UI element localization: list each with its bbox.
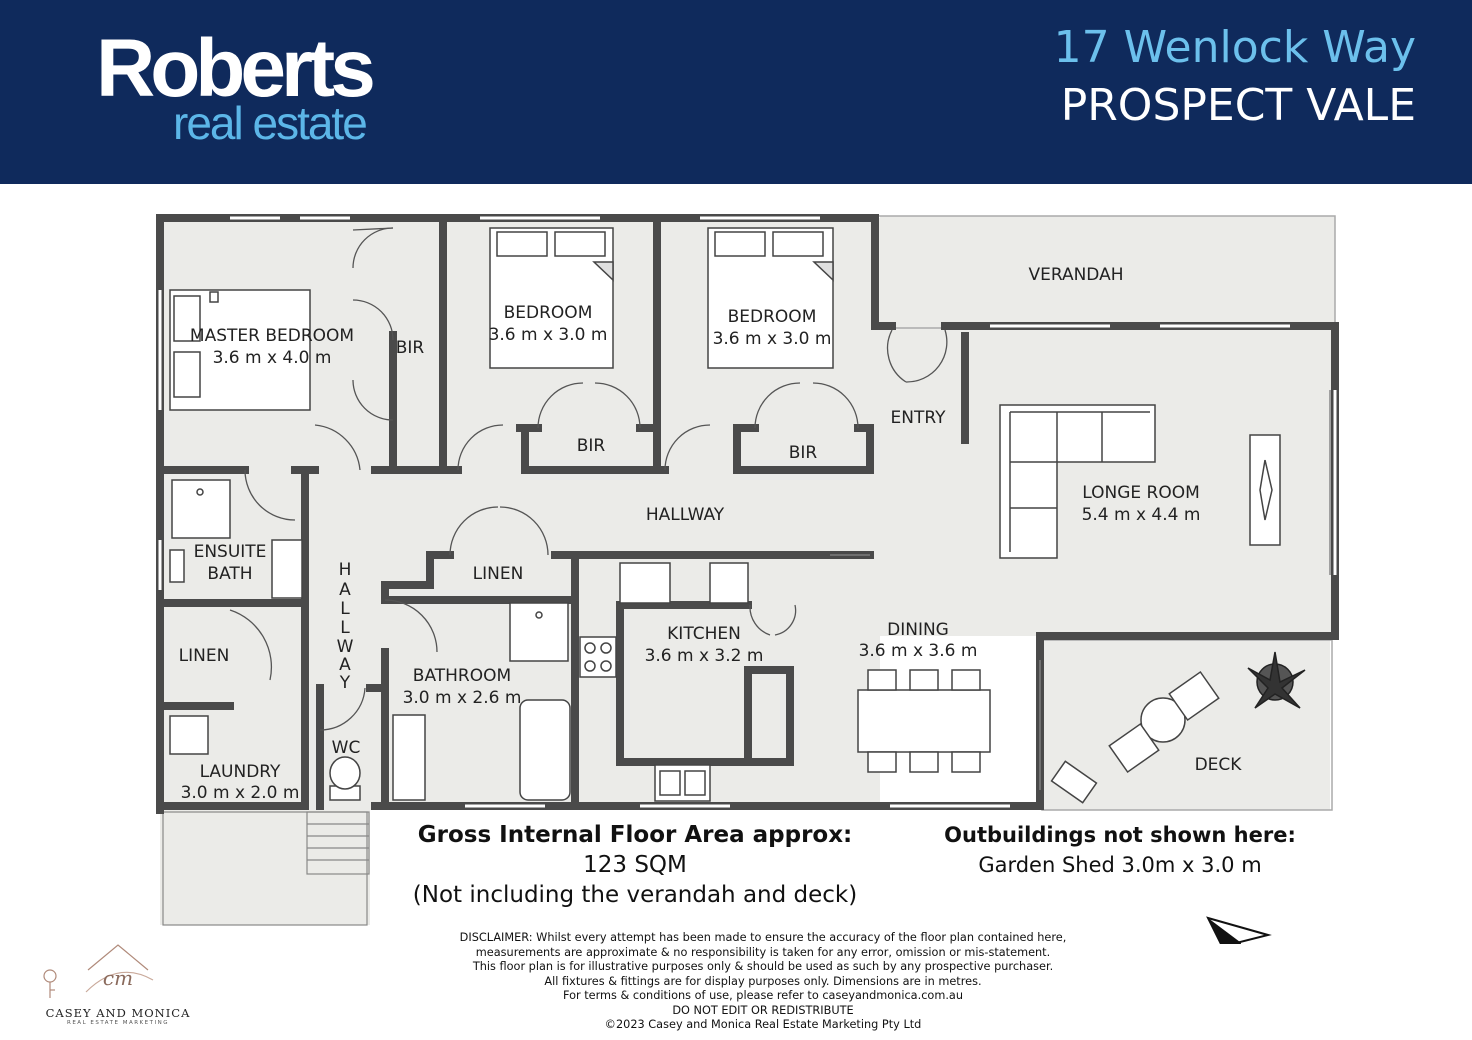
floor-area-value: 123 SQM (583, 852, 687, 878)
ensuite-toilet (169, 549, 185, 583)
label-laundry: LAUNDRY (200, 762, 281, 782)
label-bir-master: BIR (396, 338, 425, 358)
ensuite-shower (171, 479, 231, 539)
address-street: 17 Wenlock Way (1053, 22, 1416, 73)
bathtub (519, 699, 571, 801)
label-dining: DINING (887, 620, 949, 640)
svg-text:A: A (339, 580, 351, 600)
ensuite-vanity (271, 539, 303, 599)
svg-text:L: L (340, 599, 350, 619)
marketer-name: CASEY AND MONICA (45, 1006, 191, 1020)
disclaimer: DISCLAIMER: Whilst every attempt has bee… (459, 931, 1067, 1031)
floor-area-note: (Not including the verandah and deck) (412, 882, 858, 908)
dims-laundry: 3.0 m x 2.0 m (181, 783, 300, 803)
label-linen-laundry: LINEN (179, 646, 230, 666)
label-bir-2: BIR (577, 436, 606, 456)
deck-furniture (1050, 670, 1220, 804)
brand-logo: Roberts (96, 23, 376, 114)
kitchen-sink (654, 764, 711, 802)
address-suburb: PROSPECT VALE (1060, 80, 1416, 131)
label-entry: ENTRY (891, 408, 947, 428)
steps (162, 811, 370, 926)
label-bedroom-2: BEDROOM (504, 303, 593, 323)
label-bathroom: BATHROOM (413, 666, 511, 686)
laundry-tub (169, 715, 209, 755)
label-kitchen: KITCHEN (667, 624, 741, 644)
floor-area-block: Gross Internal Floor Area approx: 123 SQ… (380, 820, 890, 910)
outbuildings-title: Outbuildings not shown here: (944, 823, 1296, 847)
dims-dining: 3.6 m x 3.6 m (859, 641, 978, 661)
bathroom-shower (509, 602, 569, 662)
label-hallway: HALLWAY (646, 505, 725, 525)
casey-monica-logo: cm (43, 944, 154, 998)
dims-bedroom-3: 3.6 m x 3.0 m (713, 329, 832, 349)
label-ensuite-2: BATH (207, 564, 252, 584)
label-bedroom-3: BEDROOM (728, 307, 817, 327)
label-linen-hall: LINEN (473, 564, 524, 584)
brand-tagline: real estate (173, 97, 368, 149)
furniture (169, 227, 1306, 804)
pot-plant (1247, 651, 1306, 709)
dining-table (857, 669, 991, 773)
label-master-bedroom: MASTER BEDROOM (190, 326, 354, 346)
svg-text:H: H (339, 560, 352, 580)
floor-area-title: Gross Internal Floor Area approx: (417, 822, 853, 848)
cm-monogram: cm (103, 966, 133, 990)
svg-text:W: W (337, 637, 354, 657)
label-deck: DECK (1195, 755, 1243, 775)
label-bir-3: BIR (789, 443, 818, 463)
dims-bedroom-2: 3.6 m x 3.0 m (489, 325, 608, 345)
outbuildings-detail: Garden Shed 3.0m x 3.0 m (978, 853, 1262, 877)
label-ensuite-1: ENSUITE (194, 542, 267, 562)
outbuildings-block: Outbuildings not shown here: Garden Shed… (930, 820, 1310, 880)
header-banner: Roberts real estate 17 Wenlock Way PROSP… (0, 0, 1472, 184)
dims-bathroom: 3.0 m x 2.6 m (403, 688, 522, 708)
label-longe-room: LONGE ROOM (1082, 483, 1200, 503)
label-wc: WC (332, 738, 361, 758)
label-verandah: VERANDAH (1028, 265, 1123, 285)
north-arrow-icon: N (1206, 916, 1272, 944)
wc-toilet (329, 756, 361, 801)
marketer-subtitle: REAL ESTATE MARKETING (67, 1020, 169, 1026)
floor-plan: MASTER BEDROOM 3.6 m x 4.0 m BIR BEDROOM… (156, 214, 1339, 944)
door-swings (229, 227, 1041, 790)
bedroom2-bed (489, 227, 614, 369)
sofa (999, 404, 1156, 559)
bedroom3-bed (707, 227, 834, 369)
tv-unit (1249, 434, 1281, 546)
windows (158, 216, 1337, 808)
dims-longe-room: 5.4 m x 4.4 m (1082, 505, 1201, 525)
label-vertical-hallway: H A L L W A Y (337, 560, 354, 693)
cooktop (579, 636, 617, 678)
fridge (619, 562, 671, 604)
dims-kitchen: 3.6 m x 3.2 m (645, 646, 764, 666)
pantry (709, 562, 749, 604)
master-bed (169, 289, 311, 411)
dims-master-bedroom: 3.6 m x 4.0 m (213, 348, 332, 368)
svg-text:L: L (340, 618, 350, 638)
svg-text:A: A (339, 655, 351, 675)
svg-text:Y: Y (339, 673, 351, 693)
bathroom-vanity (392, 714, 426, 801)
